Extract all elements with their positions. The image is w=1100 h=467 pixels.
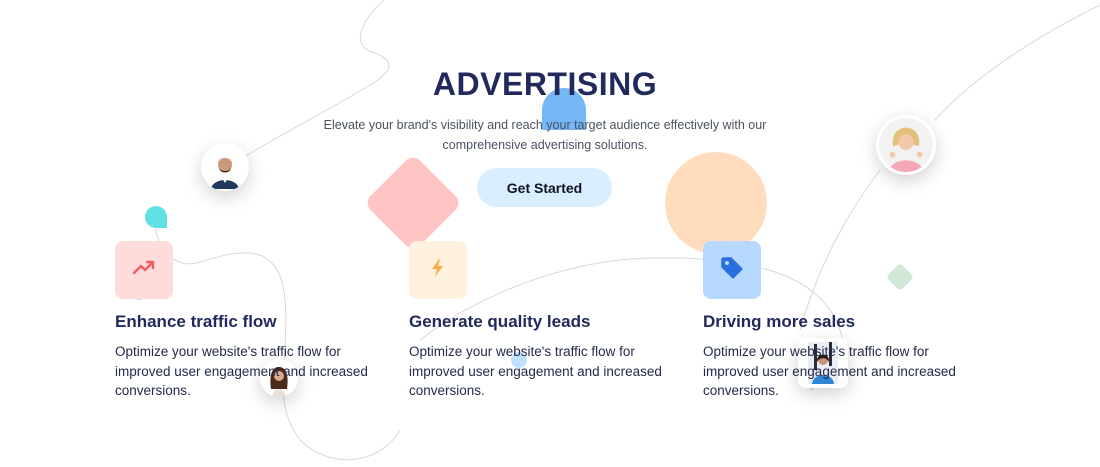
- page-title: ADVERTISING: [432, 66, 658, 102]
- avatar-man: [201, 143, 249, 191]
- trending-up-icon: [132, 256, 156, 285]
- feature-card-leads: Generate quality leads Optimize your web…: [409, 241, 679, 401]
- avatar-woman-small: [260, 359, 298, 397]
- feature-description: Optimize your website's traffic flow for…: [703, 344, 956, 398]
- decorative-blue-dot: [511, 352, 527, 368]
- feature-icon-box: [115, 241, 173, 299]
- decorative-orange-circle: [665, 152, 767, 254]
- feature-title: Driving more sales: [703, 312, 856, 331]
- feature-description: Optimize your website's traffic flow for…: [115, 344, 368, 398]
- feature-icon-box: [409, 241, 467, 299]
- lightning-icon: [430, 258, 446, 282]
- tag-icon: [719, 255, 745, 286]
- get-started-button[interactable]: Get Started: [477, 168, 612, 207]
- feature-description: Optimize your website's traffic flow for…: [409, 344, 662, 398]
- feature-card-traffic: Enhance traffic flow Optimize your websi…: [115, 241, 385, 401]
- hero-subtitle: Elevate your brand's visibility and reac…: [320, 116, 770, 155]
- avatar-woman-pink: [876, 115, 936, 175]
- decorative-red-diamond: [363, 153, 463, 253]
- decorative-blue-drop: [542, 88, 586, 130]
- hero-subtitle-line2: comprehensive advertising solutions.: [442, 137, 648, 152]
- feature-icon-box: [703, 241, 761, 299]
- feature-title: Generate quality leads: [409, 312, 591, 331]
- decorative-teal-leaf: [145, 206, 167, 228]
- photo-woman-with-sign: [798, 338, 848, 388]
- feature-title: Enhance traffic flow: [115, 312, 277, 331]
- hero-subtitle-line1: Elevate your brand's visibility and reac…: [323, 118, 767, 132]
- feature-card-sales: Driving more sales Optimize your website…: [703, 241, 973, 401]
